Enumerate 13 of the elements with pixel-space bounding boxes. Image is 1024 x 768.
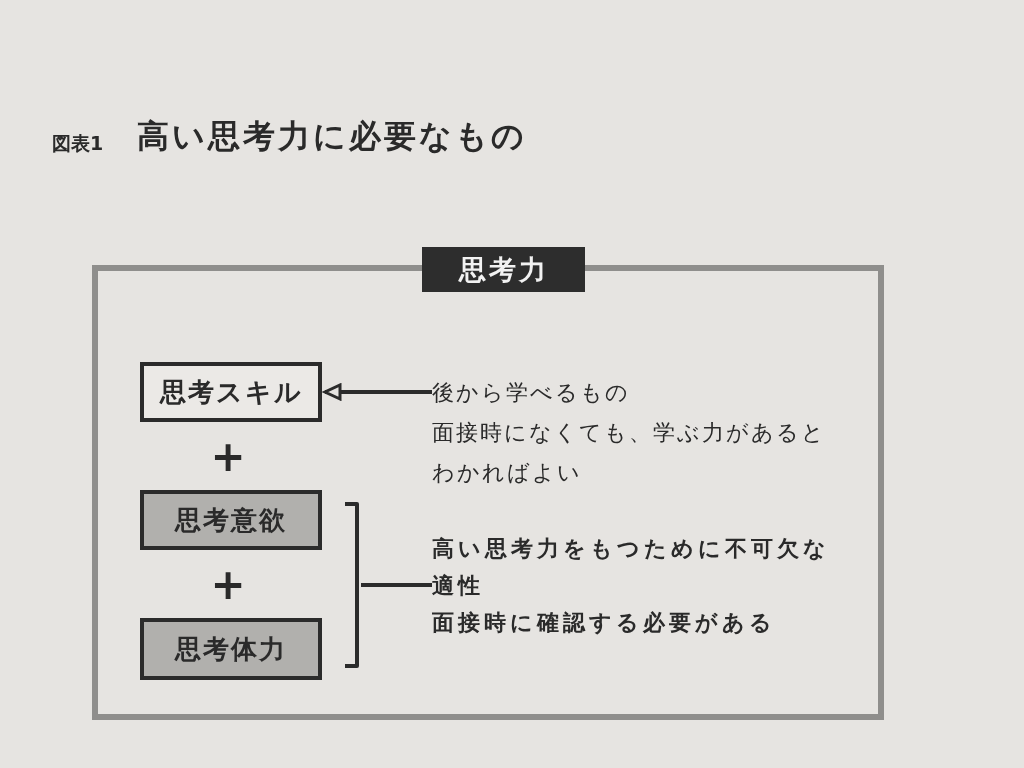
leader-line bbox=[361, 583, 432, 587]
frame-heading: 思考力 bbox=[422, 247, 585, 292]
figure-number: 図表1 bbox=[52, 131, 104, 155]
note-text: 高い思考力をもつために不可欠な適性 面接時に確認する必要がある bbox=[432, 530, 834, 641]
bracket bbox=[343, 502, 361, 668]
arrow bbox=[323, 383, 432, 401]
concept-box: 思考体力 bbox=[140, 618, 322, 680]
note-text: 後から学べるもの 面接時になくても、学ぶ力があるとわかればよい bbox=[432, 373, 827, 493]
plus-sign: + bbox=[209, 436, 247, 478]
plus-sign: + bbox=[209, 564, 247, 606]
figure-title: 高い思考力に必要なもの bbox=[137, 116, 527, 156]
concept-box: 思考スキル bbox=[140, 362, 322, 422]
concept-box: 思考意欲 bbox=[140, 490, 322, 550]
